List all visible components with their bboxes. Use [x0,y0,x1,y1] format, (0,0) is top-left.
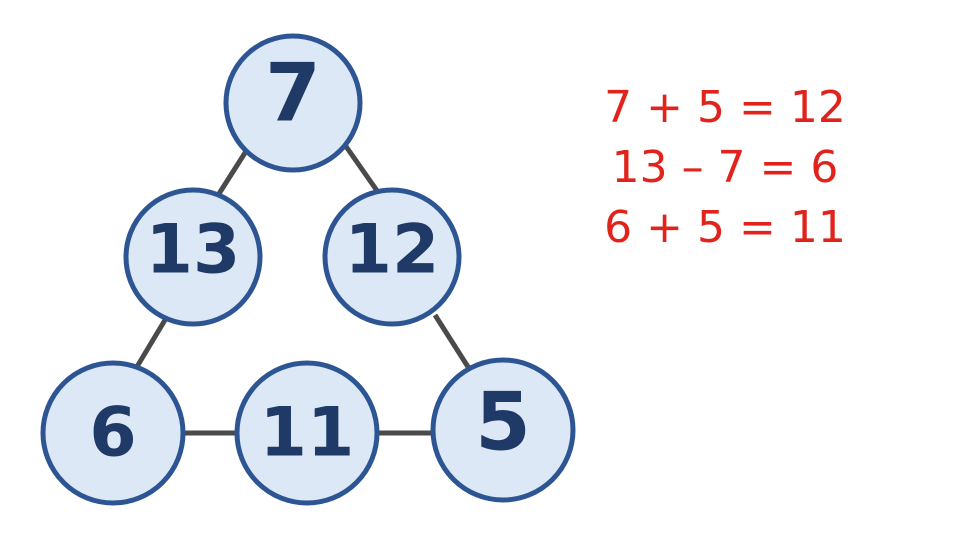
edge-midright-bottomright [432,313,473,372]
edge-top-midleft [212,143,253,202]
node-bottom-mid: 11 [234,360,380,506]
edge-top-midright [342,143,383,197]
node-bottom-mid-value: 11 [260,394,355,473]
node-mid-left: 13 [123,187,263,327]
equations-panel: 7 + 5 = 12 13 – 7 = 6 6 + 5 = 11 [560,78,890,258]
equation-line: 6 + 5 = 11 [604,202,846,253]
equation-line: 7 + 5 = 12 [604,82,846,133]
equation-line: 13 – 7 = 6 [611,142,839,193]
node-mid-left-value: 13 [146,211,241,290]
node-bottom-left: 6 [40,360,186,506]
node-bottom-right: 5 [430,357,576,503]
node-top-value: 7 [265,47,321,140]
node-bottom-right-value: 5 [475,376,531,469]
node-mid-right: 12 [322,187,462,327]
node-mid-right-value: 12 [345,211,440,290]
edge-midleft-bottomleft [132,318,168,372]
node-top: 7 [223,33,363,173]
node-bottom-left-value: 6 [89,394,136,473]
